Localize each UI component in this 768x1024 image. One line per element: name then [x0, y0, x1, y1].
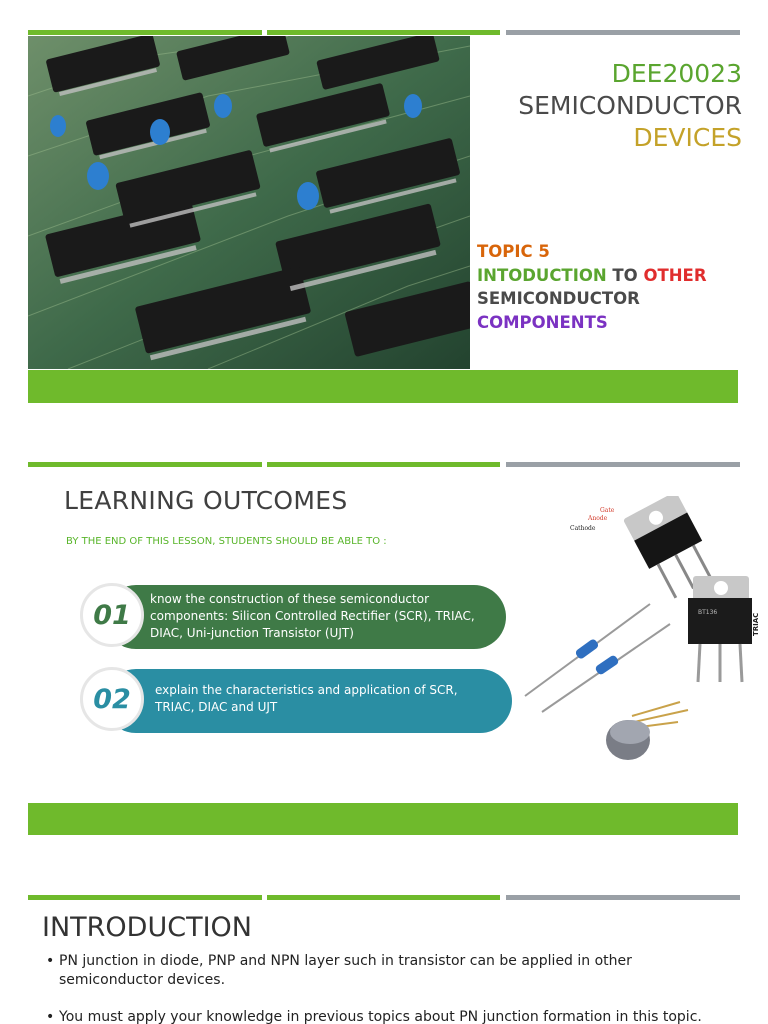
slide2-top-bar-middle	[267, 462, 500, 467]
topic-word-other: OTHER	[643, 265, 707, 285]
circuit-board-photo	[28, 36, 470, 369]
outcome-2-number-badge: 02	[80, 667, 144, 731]
slide1-top-bar-right	[506, 30, 740, 35]
slide1-footer-band	[28, 370, 738, 403]
topic-word-to: TO	[612, 265, 638, 285]
outcome-1-text: know the construction of these semicondu…	[150, 592, 475, 640]
outcome-2-text: explain the characteristics and applicat…	[155, 683, 458, 714]
introduction-bullet-1: PN junction in diode, PNP and NPN layer …	[46, 952, 726, 990]
learning-outcomes-title: LEARNING OUTCOMES	[64, 486, 348, 515]
diac-component-image	[524, 603, 671, 713]
outcome-1-number: 01	[93, 599, 131, 631]
slide2-top-bar-left	[28, 462, 262, 467]
outcome-1-number-badge: 01	[80, 583, 144, 647]
introduction-bullet-2: You must apply your knowledge in previou…	[46, 1008, 726, 1024]
outcome-2-pill	[104, 669, 512, 733]
outcome-1-pill	[104, 585, 506, 649]
slide1-top-bar-middle	[267, 30, 500, 35]
ujt-component-image	[606, 701, 689, 760]
slide1-top-bar-left	[28, 30, 262, 35]
scr-label-anode: Anode	[587, 515, 608, 522]
course-title-line2: DEVICES	[633, 123, 742, 152]
topic-word-components: COMPONENTS	[477, 312, 608, 332]
course-title-line1: SEMICONDUCTOR	[518, 91, 742, 120]
introduction-title: INTRODUCTION	[42, 912, 252, 943]
course-code: DEE20023	[611, 59, 742, 88]
slide3-top-bar-middle	[267, 895, 500, 900]
topic-word-semiconductor: SEMICONDUCTOR	[477, 289, 640, 308]
slide3-top-bar-right	[506, 895, 740, 900]
component-photos: Gate Anode Cathode BT136 TRIAC	[520, 492, 760, 776]
slide3-top-bar-left	[28, 895, 262, 900]
outcome-2-number: 02	[93, 683, 131, 715]
scr-label-gate: Gate	[600, 507, 615, 514]
learning-outcomes-subtitle: BY THE END OF THIS LESSON, STUDENTS SHOU…	[66, 536, 387, 547]
topic-label: TOPIC 5	[477, 242, 550, 261]
triac-part-label: BT136	[698, 609, 717, 616]
introduction-bullets: PN junction in diode, PNP and NPN layer …	[46, 952, 726, 1024]
slide2-footer-band	[28, 803, 738, 835]
scr-component-image: Gate Anode Cathode	[570, 492, 713, 599]
triac-component-image: BT136 TRIAC	[688, 576, 760, 683]
slide2-top-bar-right	[506, 462, 740, 467]
scr-label-cathode: Cathode	[570, 525, 596, 532]
triac-side-label: TRIAC	[752, 613, 760, 636]
topic-heading: TOPIC 5 INTODUCTION TO OTHER SEMICONDUCT…	[477, 240, 707, 334]
course-heading: DEE20023 SEMICONDUCTOR DEVICES	[518, 58, 742, 154]
topic-word-intro: INTODUCTION	[477, 265, 607, 285]
